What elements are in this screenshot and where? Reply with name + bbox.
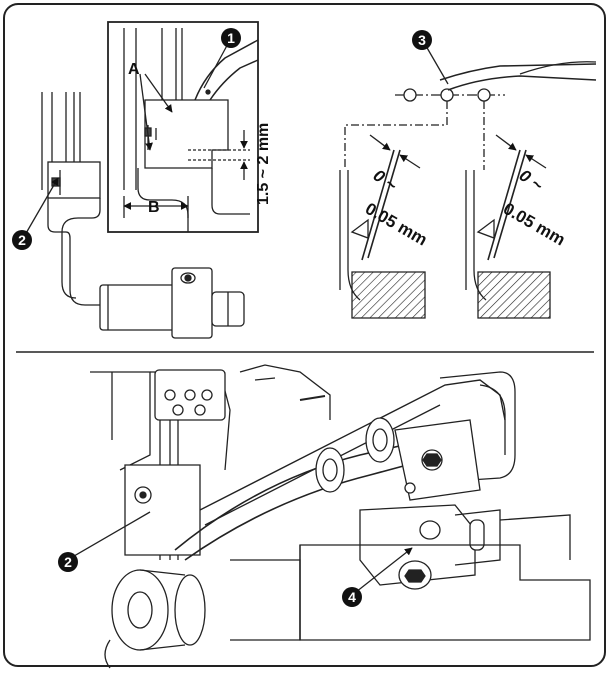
outer-border — [3, 3, 606, 667]
callout-2-bottom: 2 — [58, 552, 78, 572]
machine-perspective-drawing — [73, 364, 591, 669]
svg-text:3: 3 — [418, 32, 426, 48]
svg-text:2: 2 — [18, 232, 26, 248]
callout-4: 4 — [342, 587, 362, 607]
looper-assembly-drawing — [24, 92, 245, 339]
callout-2-top: 2 — [12, 230, 32, 250]
callout-3: 3 — [412, 30, 432, 50]
svg-text:4: 4 — [348, 589, 356, 605]
callout-1: 1 — [221, 28, 241, 48]
label-b: B — [148, 199, 160, 216]
label-a: A — [128, 61, 140, 78]
height-dimension-label: 1.5 ~ 2 mm — [255, 123, 272, 205]
clearance-detail-drawing — [339, 45, 597, 319]
svg-text:1: 1 — [227, 30, 235, 46]
detail-inset — [107, 21, 259, 233]
svg-text:2: 2 — [64, 554, 72, 570]
